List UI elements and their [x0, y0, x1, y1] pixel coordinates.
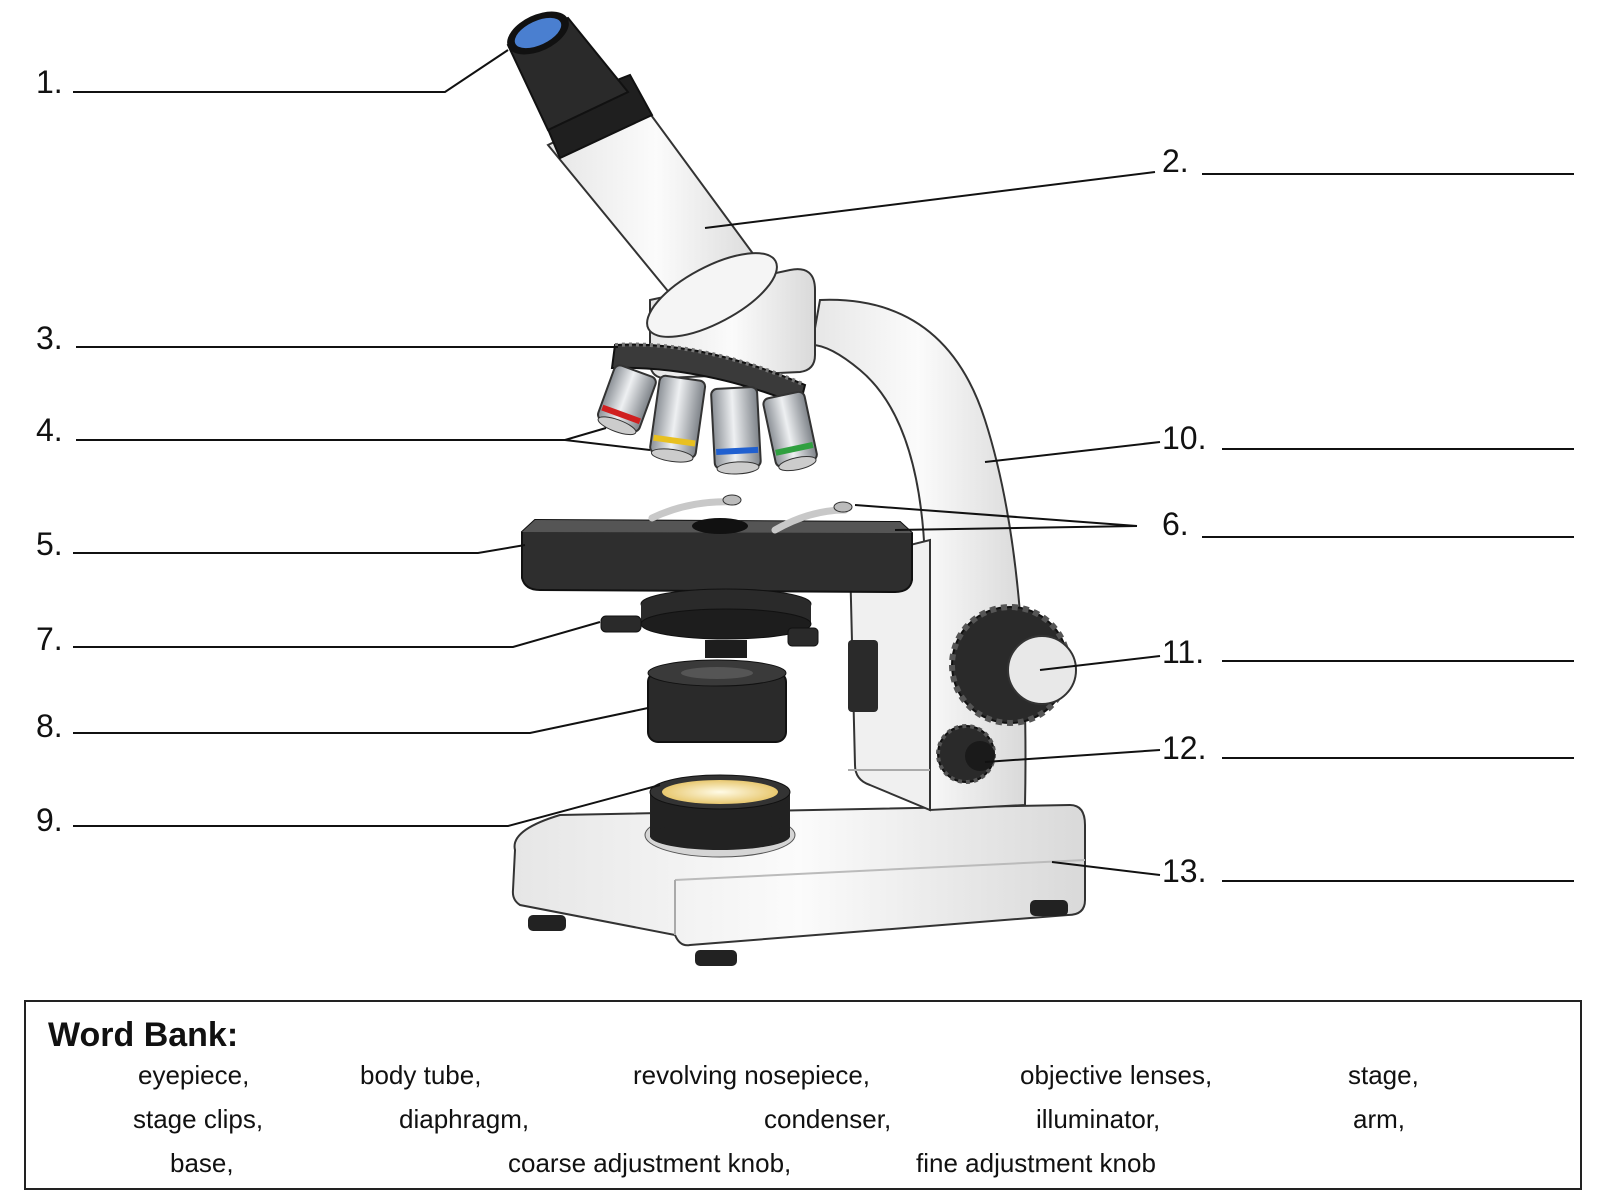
label-10: 10. — [1162, 420, 1207, 456]
label-8: 8. — [36, 708, 63, 744]
answer-blank-12[interactable] — [1222, 757, 1574, 759]
word-bank-term-stage: stage, — [1348, 1060, 1419, 1090]
label-6: 6. — [1162, 506, 1189, 542]
answer-blank-6[interactable] — [1202, 536, 1574, 538]
leader-line-11 — [1039, 655, 1161, 671]
word-bank-title: Word Bank: — [48, 1016, 239, 1054]
stage-clips — [648, 494, 853, 534]
leader-line-8 — [73, 707, 649, 734]
label-11: 11. — [1162, 634, 1205, 670]
answer-blank-10[interactable] — [1222, 448, 1574, 450]
leader-lines — [73, 49, 1161, 876]
word-bank-term-coarse-adjustment-knob: coarse adjustment knob, — [508, 1148, 792, 1178]
word-bank-term-fine-adjustment-knob: fine adjustment knob — [916, 1148, 1156, 1178]
word-bank-term-arm: arm, — [1353, 1104, 1405, 1134]
answer-blank-13[interactable] — [1222, 880, 1574, 882]
word-bank-term-body-tube: body tube, — [360, 1060, 482, 1090]
leader-line-12 — [984, 749, 1161, 763]
eyepiece-lens — [514, 17, 562, 49]
label-12: 12. — [1162, 730, 1207, 766]
leader-line-9 — [73, 784, 661, 827]
label-7: 7. — [36, 621, 63, 657]
word-bank-term-base: base, — [170, 1148, 234, 1178]
label-5: 5. — [36, 526, 63, 562]
word-bank-term-condenser: condenser, — [764, 1104, 892, 1134]
label-9: 9. — [36, 802, 63, 838]
leader-line-1 — [73, 49, 509, 93]
coarse-adjustment-knob — [949, 604, 1077, 726]
illuminator — [644, 774, 796, 858]
label-3: 3. — [36, 320, 63, 356]
leader-line-7 — [73, 621, 601, 648]
leader-line-10 — [984, 441, 1161, 463]
body-tube — [546, 98, 816, 380]
word-bank-term-revolving-nosepiece: revolving nosepiece, — [633, 1060, 871, 1090]
answer-blank-2[interactable] — [1202, 173, 1574, 175]
word-bank-term-stage-clips: stage clips, — [133, 1104, 264, 1134]
answer-blank-11[interactable] — [1222, 660, 1574, 662]
leader-line-5 — [73, 544, 526, 554]
leader-line-4 — [76, 427, 607, 441]
leader-line-6b — [894, 525, 1138, 531]
microscope-diagram — [73, 11, 1161, 966]
leader-line-6 — [854, 504, 1138, 527]
leader-line-2 — [704, 171, 1156, 229]
stage — [521, 518, 913, 594]
eyepiece — [506, 11, 654, 160]
leader-line-4b — [564, 439, 651, 451]
leader-line-13 — [1051, 861, 1161, 876]
diaphragm — [600, 588, 819, 658]
word-bank-term-objective-lenses: objective lenses, — [1020, 1060, 1213, 1090]
word-bank-term-eyepiece: eyepiece, — [138, 1060, 250, 1090]
fine-adjustment-knob — [936, 724, 996, 784]
label-4: 4. — [36, 412, 63, 448]
label-1: 1. — [36, 64, 63, 100]
label-2: 2. — [1162, 143, 1189, 179]
label-13: 13. — [1162, 853, 1207, 889]
word-bank-term-diaphragm: diaphragm, — [399, 1104, 530, 1134]
condenser — [647, 659, 787, 743]
word-bank: Word Bank: eyepiece, body tube, revolvin… — [24, 1000, 1582, 1190]
word-bank-term-illuminator: illuminator, — [1036, 1104, 1161, 1134]
base — [511, 803, 1086, 966]
objective-lenses — [597, 364, 818, 475]
illuminator-glow — [662, 780, 778, 804]
